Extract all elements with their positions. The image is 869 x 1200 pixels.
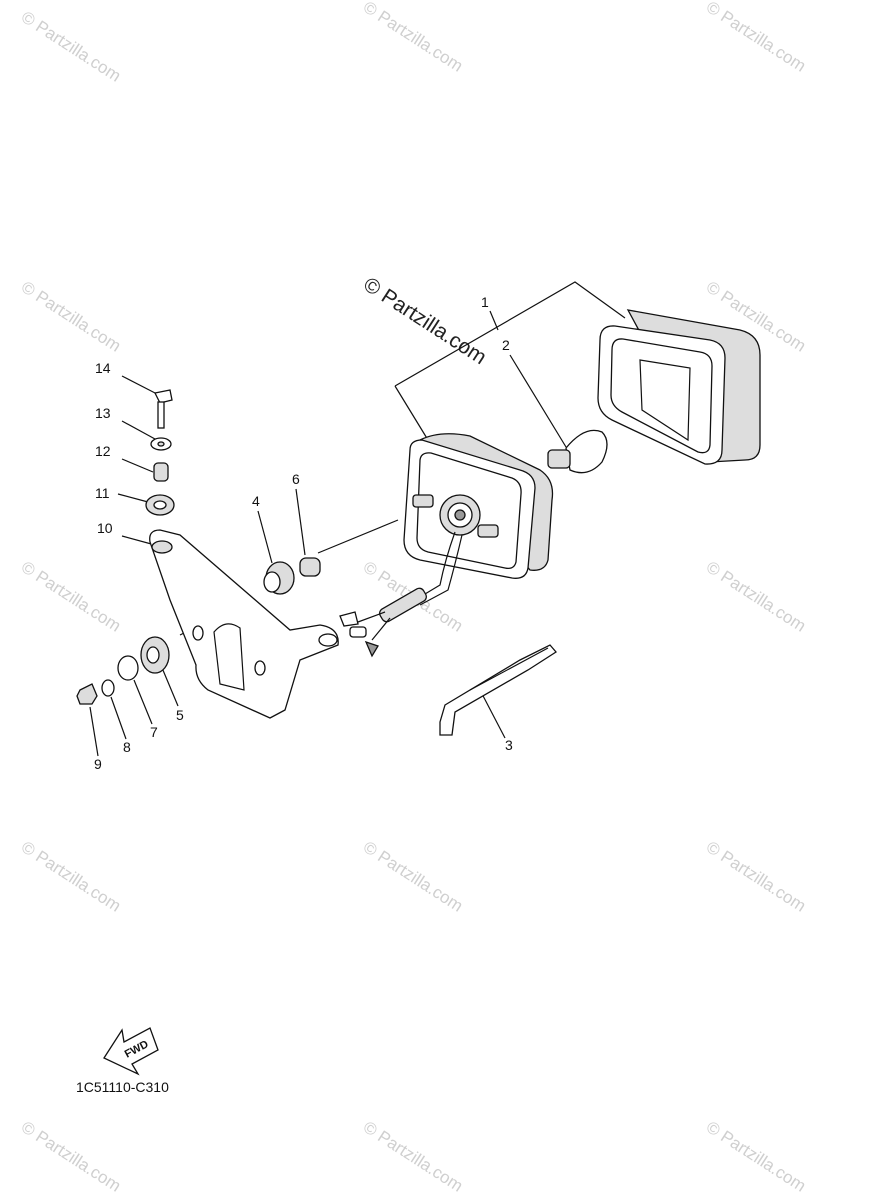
watermark: © Partzilla.com xyxy=(360,1117,466,1195)
tail-light-housing xyxy=(403,433,554,579)
callout-4: 4 xyxy=(252,493,260,509)
callout-7: 7 xyxy=(150,724,158,740)
diagram-code: 1C51110-C310 xyxy=(76,1079,169,1095)
tail-light-lens xyxy=(597,309,761,465)
watermark: © Partzilla.com xyxy=(703,557,809,635)
watermark: © Partzilla.com xyxy=(703,0,809,76)
watermark: © Partzilla.com xyxy=(703,837,809,915)
callout-11: 11 xyxy=(95,485,110,501)
bulb xyxy=(547,429,608,474)
leader-lines xyxy=(89,281,626,757)
fwd-arrow-icon: FWD xyxy=(103,1027,159,1076)
collar xyxy=(299,557,321,577)
callout-8: 8 xyxy=(123,739,131,755)
bracket xyxy=(149,529,339,719)
watermark: © Partzilla.com xyxy=(703,1117,809,1195)
band xyxy=(439,644,557,736)
callout-3: 3 xyxy=(505,737,513,753)
watermark-prominent: © Partzilla.com xyxy=(359,273,490,369)
callout-1: 1 xyxy=(481,294,489,310)
watermark: © Partzilla.com xyxy=(18,557,124,635)
damper xyxy=(263,561,295,595)
callout-12: 12 xyxy=(95,443,111,459)
hardware xyxy=(76,389,175,705)
watermark: © Partzilla.com xyxy=(18,7,124,85)
callout-14: 14 xyxy=(95,360,111,376)
callout-5: 5 xyxy=(176,707,184,723)
callout-13: 13 xyxy=(95,405,111,421)
callout-10: 10 xyxy=(97,520,113,536)
callouts: 1 2 3 4 5 6 7 8 9 10 11 12 13 14 xyxy=(94,294,513,772)
watermark: © Partzilla.com xyxy=(18,837,124,915)
callout-6: 6 xyxy=(292,471,300,487)
wire-harness xyxy=(339,531,463,658)
callout-9: 9 xyxy=(94,756,102,772)
watermark: © Partzilla.com xyxy=(360,0,466,76)
watermark: © Partzilla.com xyxy=(360,837,466,915)
watermark: © Partzilla.com xyxy=(18,1117,124,1195)
watermark: © Partzilla.com xyxy=(18,277,124,355)
callout-2: 2 xyxy=(502,337,510,353)
